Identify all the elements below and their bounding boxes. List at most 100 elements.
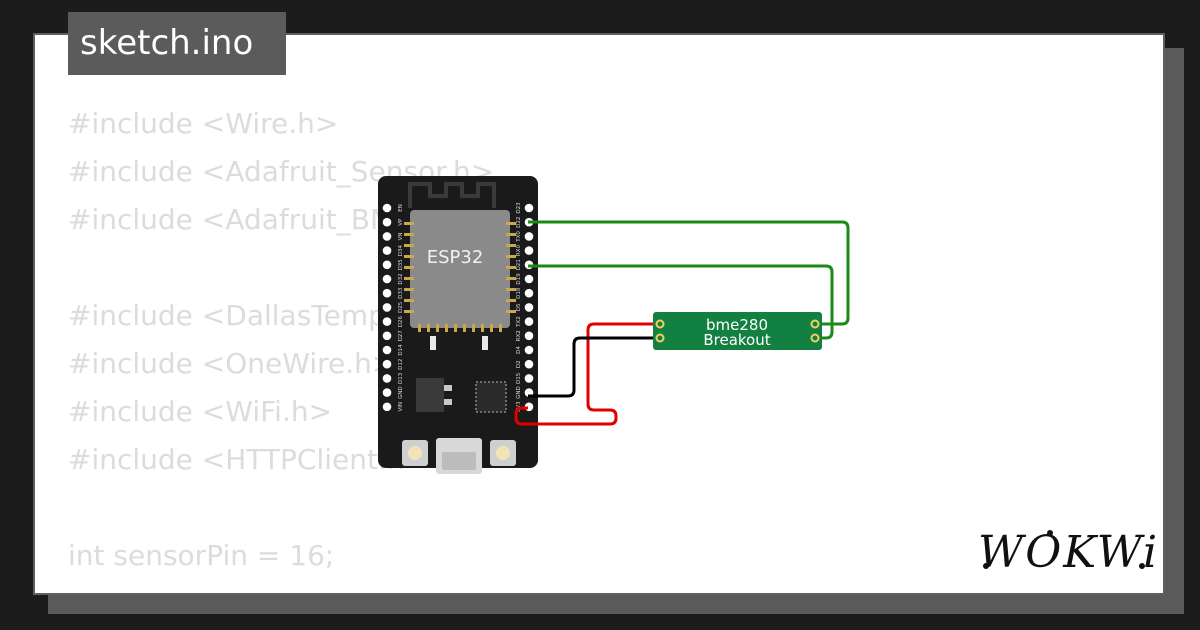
esp32-pin-vin[interactable] — [382, 402, 392, 412]
bme280-pin-gnd[interactable] — [655, 333, 665, 343]
esp32-pin-label: D5 — [516, 303, 522, 311]
bme280-label-line1: bme280 — [706, 316, 768, 334]
esp32-pin-label: EN — [398, 204, 404, 212]
bme280-pin-scl[interactable] — [810, 319, 820, 329]
esp32-pin-label: D33 — [398, 287, 404, 299]
usb-uart-chip — [475, 381, 507, 413]
wokwi-logo: WOKWi — [978, 527, 1159, 578]
esp32-pin-label: RX2 — [516, 330, 522, 341]
wire-green-sda[interactable] — [528, 264, 834, 340]
esp32-pin-d27[interactable] — [382, 331, 392, 341]
esp32-pin-tx2[interactable] — [524, 317, 534, 326]
esp32-pin-label: D22 — [516, 217, 522, 228]
module-pad — [404, 288, 414, 291]
code-line: #include <Adafruit_Sensor.h> — [68, 155, 495, 188]
esp32-pin-d26[interactable] — [382, 317, 392, 326]
esp32-pin-d4[interactable] — [524, 345, 534, 355]
esp32-pin-label: VN — [398, 232, 404, 240]
esp32-pin-label: D12 — [398, 359, 404, 370]
module-pad — [506, 233, 516, 236]
module-pad — [506, 222, 516, 225]
esp32-pin-d12[interactable] — [382, 359, 392, 369]
module-pad — [427, 324, 430, 332]
esp32-pin-d35[interactable] — [382, 260, 392, 270]
reset-button[interactable] — [490, 440, 516, 466]
esp32-pin-label: D32 — [398, 273, 404, 284]
boot-button[interactable] — [402, 440, 428, 466]
bme280-pin-sda[interactable] — [810, 333, 820, 343]
module-pad — [418, 324, 421, 332]
esp32-pin-label: D19 — [516, 273, 522, 285]
esp32-pin-label: GND — [398, 386, 404, 399]
esp32-pin-tx0[interactable] — [524, 232, 534, 241]
module-pad — [506, 288, 516, 291]
module-pad — [454, 324, 457, 332]
esp32-pin-d25[interactable] — [382, 303, 392, 312]
esp32-pin-rx0[interactable] — [524, 246, 534, 255]
esp32-pin-rx2[interactable] — [524, 331, 534, 341]
module-pad — [472, 324, 475, 332]
esp32-pin-label: D35 — [398, 259, 404, 271]
esp32-pin-gnd[interactable] — [382, 388, 392, 397]
wokwi-logo-text: WOKWi — [978, 527, 1159, 578]
bme280-breakout[interactable]: bme280 Breakout — [653, 312, 822, 350]
esp32-pin-d2[interactable] — [524, 359, 534, 369]
esp32-pin-label: RX0 — [516, 245, 522, 257]
code-line: #include <OneWire.h> — [68, 347, 396, 380]
wire-black-gnd[interactable] — [528, 336, 660, 398]
module-pad — [404, 233, 414, 236]
esp32-pin-d18[interactable] — [524, 288, 534, 298]
code-line: int sensorPin = 16; — [68, 539, 335, 572]
esp32-pin-d13[interactable] — [382, 374, 392, 383]
voltage-regulator — [416, 378, 452, 412]
esp32-pin-d33[interactable] — [382, 288, 392, 298]
esp32-pin-label: D34 — [398, 244, 404, 256]
esp32-pin-d23[interactable] — [524, 203, 534, 213]
module-pad — [506, 299, 516, 302]
file-name-tab: sketch.ino — [68, 12, 286, 75]
esp32-module — [410, 210, 510, 328]
code-line: #include <Wire.h> — [68, 107, 339, 140]
wire-green-scl[interactable] — [528, 220, 850, 326]
esp32-pin-label: TX2 — [516, 316, 522, 328]
bme280-pin-vcc[interactable] — [655, 319, 665, 329]
esp32-pin-vp[interactable] — [382, 217, 392, 227]
esp32-pin-label: GND — [516, 386, 522, 399]
esp32-pin-vn[interactable] — [382, 232, 392, 241]
esp32-left-pin-header[interactable]: ENVPVND34D35D32D33D25D26D27D14D12D13GNDV… — [382, 203, 404, 412]
wire-red-vcc[interactable] — [514, 322, 660, 426]
module-pad — [404, 244, 414, 247]
module-pad — [404, 255, 414, 258]
esp32-pin-d32[interactable] — [382, 274, 392, 284]
module-pad — [404, 266, 414, 269]
esp32-pin-d34[interactable] — [382, 246, 392, 255]
esp32-pin-label: D2 — [516, 360, 522, 368]
esp32-pin-label: D21 — [516, 259, 522, 270]
esp32-pin-en[interactable] — [382, 203, 392, 213]
module-pad — [506, 255, 516, 258]
esp32-pin-d14[interactable] — [382, 345, 392, 355]
module-pad — [506, 266, 516, 269]
esp32-pin-label: D27 — [398, 330, 404, 342]
module-pad — [481, 324, 484, 332]
esp32-pin-label: D14 — [398, 344, 404, 356]
module-pad — [404, 277, 414, 280]
esp32-pin-d5[interactable] — [524, 303, 534, 312]
code-line: #include <WiFi.h> — [68, 395, 333, 428]
esp32-pin-label: 3V3 — [516, 401, 522, 412]
module-pad — [436, 324, 439, 332]
module-pad — [463, 324, 466, 332]
module-pad — [404, 222, 414, 225]
esp32-pin-label: D18 — [516, 287, 522, 299]
module-pad — [404, 299, 414, 302]
esp32-board[interactable]: ESP32 ENVPVND34D35D32D33D25D26D27D14D12D… — [378, 176, 538, 474]
esp32-pin-label: D26 — [398, 315, 404, 327]
module-pad — [506, 310, 516, 313]
esp32-pin-d19[interactable] — [524, 274, 534, 284]
preview-card — [33, 33, 1165, 595]
esp32-pin-d15[interactable] — [524, 374, 534, 383]
esp32-pin-label: TX0 — [516, 231, 522, 243]
esp32-pin-label: D15 — [516, 372, 522, 384]
module-pad — [404, 310, 414, 313]
